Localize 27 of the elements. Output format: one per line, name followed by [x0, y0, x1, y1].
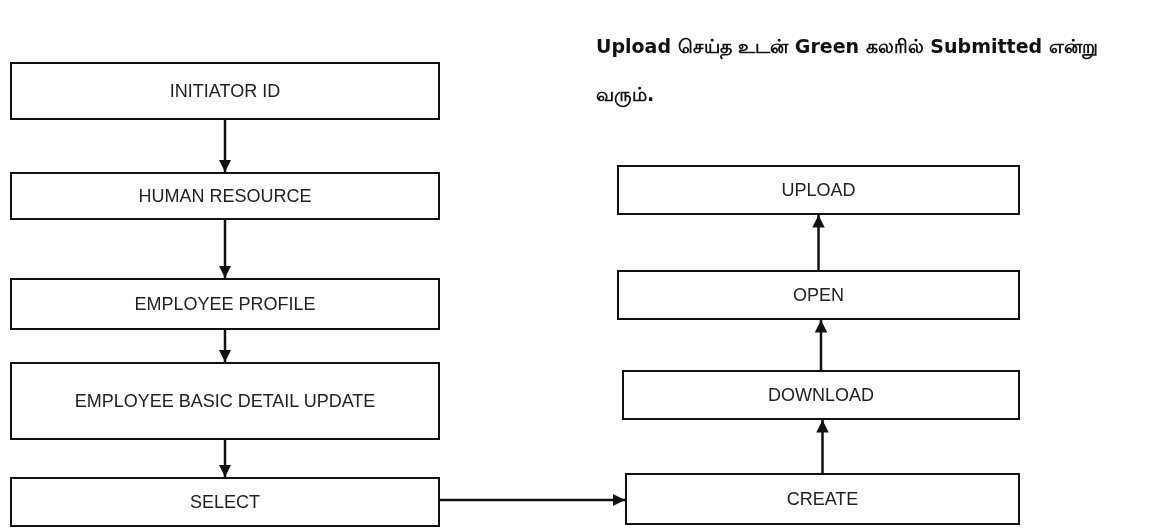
box-label: INITIATOR ID	[169, 79, 281, 103]
arrow	[812, 215, 825, 270]
box-label: OPEN	[793, 283, 844, 307]
box-label: DOWNLOAD	[768, 383, 874, 407]
process-box	[10, 278, 440, 330]
process-box	[617, 270, 1020, 320]
arrow	[218, 440, 232, 477]
box-label: UPLOAD	[781, 178, 856, 202]
process-box	[625, 473, 1020, 525]
process-box	[10, 62, 440, 120]
arrow	[218, 330, 232, 362]
process-box	[622, 370, 1020, 420]
arrow	[814, 320, 828, 370]
box-label: CREATE	[786, 487, 859, 511]
arrow	[816, 420, 829, 473]
process-box	[617, 165, 1020, 215]
box-label: HUMAN RESOURCE	[138, 184, 312, 208]
arrow	[218, 120, 232, 172]
process-box	[10, 362, 440, 440]
note-text: Upload செய்த உடன் Green கலரில் Submitted என்று வரும்.	[596, 22, 1156, 118]
process-box	[10, 172, 440, 220]
box-label: EMPLOYEE PROFILE	[134, 292, 316, 316]
process-box	[10, 477, 440, 527]
arrow	[440, 493, 625, 507]
box-label: SELECT	[190, 490, 260, 514]
box-label: EMPLOYEE BASIC DETAIL UPDATE	[74, 389, 376, 413]
arrow	[218, 220, 232, 278]
